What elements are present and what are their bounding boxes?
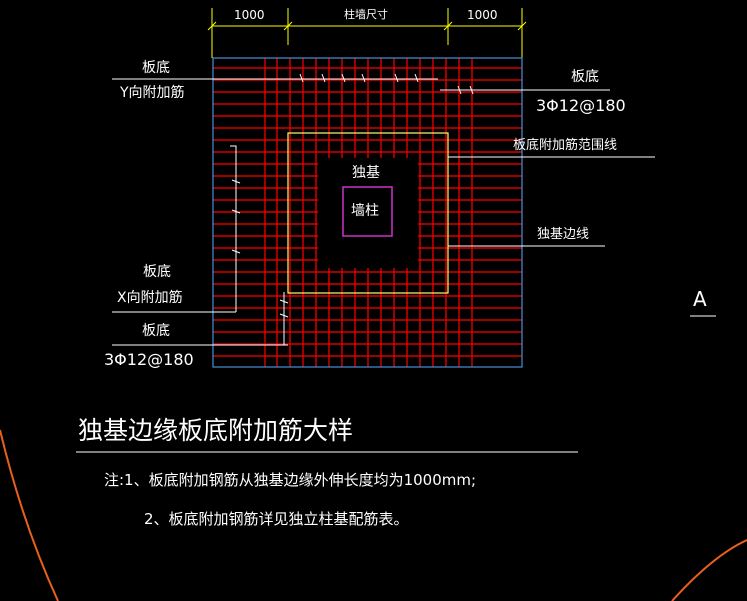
rebar-range-line — [287, 132, 449, 294]
footing-label: 独基 — [352, 165, 380, 181]
leader-ticks — [231, 73, 474, 318]
bottom-bar-label-2: 3Φ12@180 — [104, 350, 194, 369]
note-2: 2、板底附加钢筋详见独立柱基配筋表。 — [144, 510, 409, 528]
note-1: 注:1、板底附加钢筋从独基边缘外伸长度均为1000mm; — [104, 471, 477, 489]
footing-core — [318, 158, 418, 268]
dimension-line — [207, 8, 527, 58]
column-outline — [342, 186, 393, 237]
boundary-curve-left — [0, 429, 59, 601]
right-bar-label-2: 3Φ12@180 — [536, 96, 626, 115]
dim-right: 1000 — [467, 8, 498, 22]
right-bar-label-1: 板底 — [571, 69, 599, 85]
y-bar-label-2: Y向附加筋 — [120, 85, 185, 101]
x-bar-label-1: 板底 — [143, 264, 171, 280]
column-label: 墙柱 — [351, 203, 379, 219]
drawing-title: 独基边缘板底附加筋大样 — [78, 416, 354, 445]
x-bar-label-2: X向附加筋 — [117, 290, 183, 306]
boundary-curve-right — [671, 539, 747, 601]
axis-label: A — [693, 287, 707, 311]
range-line-label: 板底附加筋范围线 — [513, 138, 618, 153]
bottom-bar-label-1: 板底 — [142, 323, 170, 339]
dim-left: 1000 — [234, 8, 265, 22]
y-bar-label-1: 板底 — [142, 60, 170, 76]
leader-lines — [76, 78, 716, 453]
plate-outline — [212, 57, 523, 368]
edge-line-label: 独基边线 — [537, 227, 590, 242]
dim-middle: 柱墙尺寸 — [344, 8, 388, 21]
